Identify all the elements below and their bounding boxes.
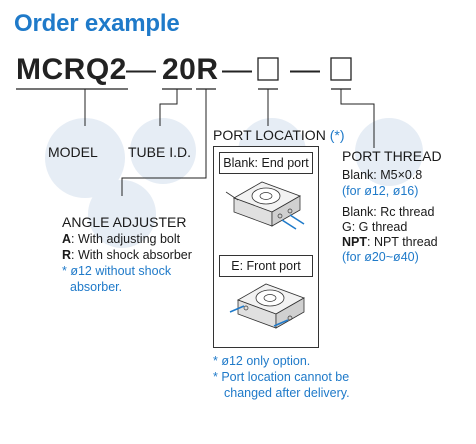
option-r-text: : With shock absorber	[71, 248, 192, 262]
angle-adjuster-option-r: R: With shock absorber	[62, 248, 192, 263]
page-title: Order example	[14, 10, 180, 37]
port-location-note-1: * ø12 only option.	[213, 354, 311, 368]
angle-adjuster-title: ANGLE ADJUSTER	[62, 214, 187, 230]
port-thread-circle	[355, 118, 423, 186]
code-model: MCRQ2	[16, 53, 127, 86]
thread-g: G: G thread	[342, 220, 408, 234]
end-port-actuator-icon	[225, 181, 305, 230]
option-a-key: A	[62, 232, 72, 246]
thread-npt-note: (for ø20~ø40)	[342, 250, 419, 264]
thread-m5: Blank: M5×0.8	[342, 168, 423, 182]
thread-npt-text: : NPT thread	[367, 235, 438, 249]
end-port-header: Blank: End port	[219, 152, 313, 174]
code-dash-2: —	[222, 53, 253, 86]
port-thread-label: PORT THREAD	[342, 148, 442, 164]
port-location-note-3: changed after delivery.	[224, 386, 350, 400]
thread-npt: NPT: NPT thread	[342, 235, 438, 250]
front-port-header: E: Front port	[219, 255, 313, 277]
code-tube: 20R	[162, 53, 219, 86]
angle-adjuster-note-2: absorber.	[70, 280, 123, 294]
option-r-key: R	[62, 248, 72, 262]
model-label: MODEL	[48, 144, 98, 160]
port-location-text: PORT LOCATION	[213, 127, 326, 143]
angle-adjuster-note-1: * ø12 without shock	[62, 264, 172, 278]
tube-label: TUBE I.D.	[128, 144, 192, 160]
port-location-note-2: * Port location cannot be	[213, 370, 350, 384]
thread-m5-note: (for ø12, ø16)	[342, 184, 419, 198]
thread-npt-key: NPT	[342, 235, 367, 249]
tube-circle	[130, 118, 196, 184]
code-dash-3: —	[290, 53, 321, 86]
thread-rc: Blank: Rc thread	[342, 205, 435, 219]
code-dash-1: —	[126, 53, 157, 86]
angle-adjuster-option-a: A: With adjusting bolt	[62, 232, 180, 247]
port-location-label: PORT LOCATION (*)	[213, 127, 344, 143]
option-a-text: : With adjusting bolt	[71, 232, 181, 246]
front-port-actuator-icon	[229, 283, 305, 329]
port-location-mark: (*)	[329, 127, 345, 143]
